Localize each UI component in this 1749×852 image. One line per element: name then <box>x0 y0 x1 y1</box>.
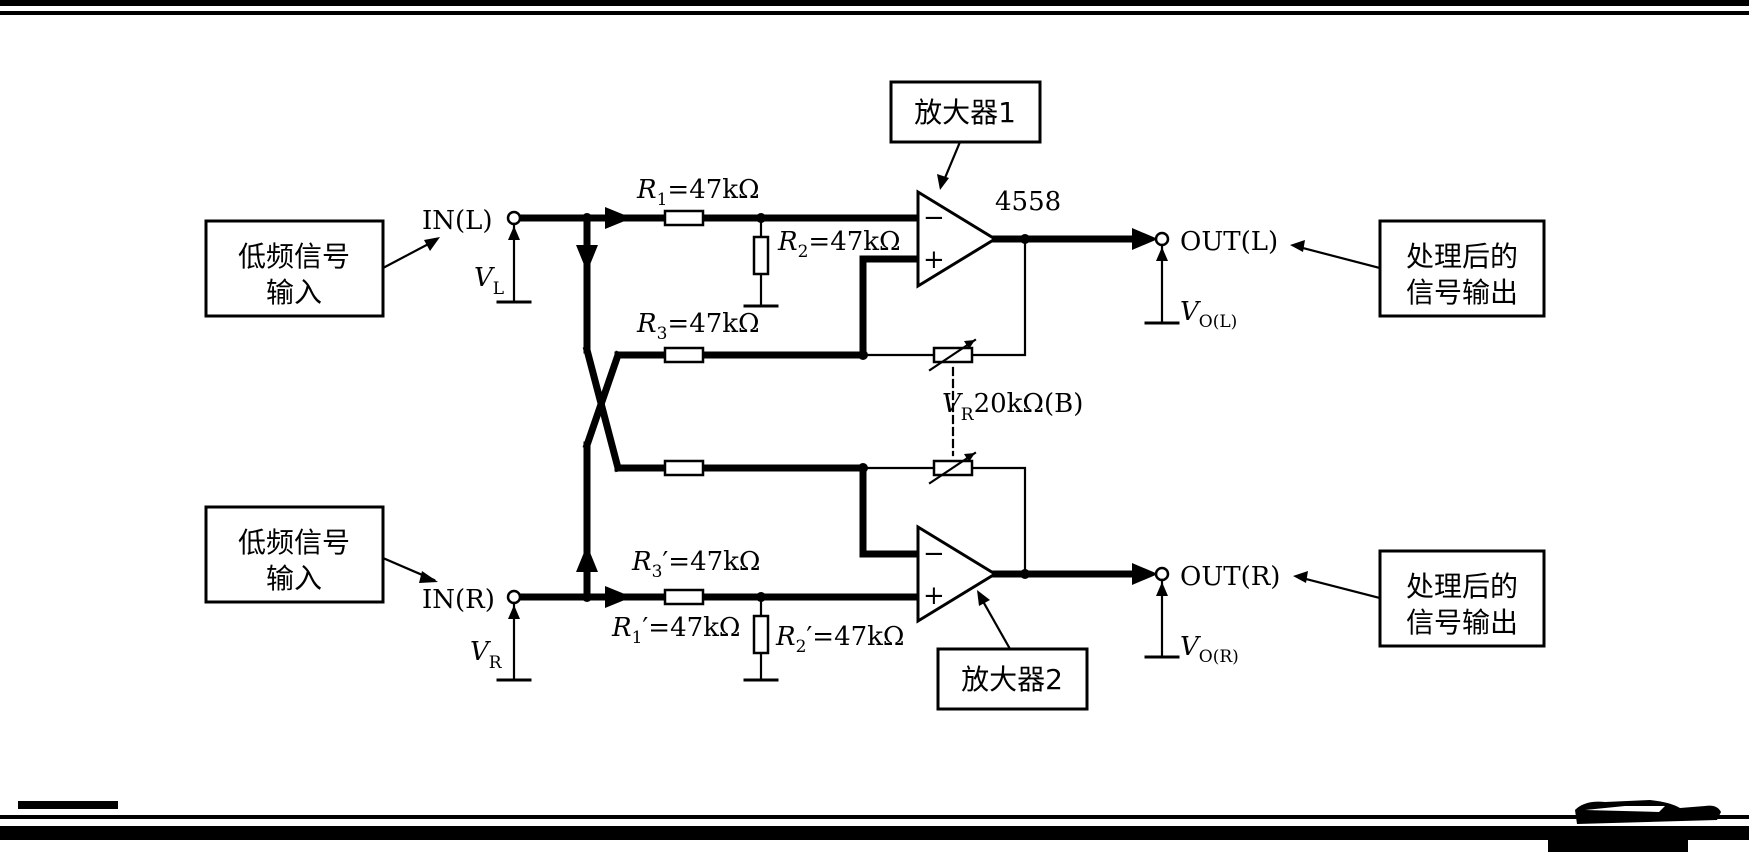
resistor-r3-lower <box>663 459 705 477</box>
output-terminal-left: OUT(L) VO(L) <box>1144 227 1278 332</box>
amplifier-2: − + <box>916 524 998 624</box>
svg-text:−: − <box>923 539 945 569</box>
resistor-r1: R1=47kΩ <box>636 175 760 227</box>
in-r-label: IN(R) <box>422 585 495 615</box>
svg-text:处理后的: 处理后的 <box>1406 570 1518 603</box>
callout-output-left: 处理后的 信号输出 <box>1290 219 1546 318</box>
wires <box>510 214 1139 601</box>
svg-text:输入: 输入 <box>266 562 322 595</box>
resistor-r2: R2=47kΩ <box>743 216 901 308</box>
callout-amp2: 放大器2 <box>936 590 1089 711</box>
svg-text:R2′=47kΩ: R2′=47kΩ <box>775 622 905 657</box>
vl-label: VL <box>474 263 504 299</box>
out-l-label: OUT(L) <box>1180 227 1278 257</box>
svg-text:放大器2: 放大器2 <box>961 663 1063 696</box>
resistor-r3-prime: R3′=47kΩ R1′=47kΩ <box>611 547 761 648</box>
svg-text:输入: 输入 <box>266 276 322 309</box>
svg-text:R3=47kΩ: R3=47kΩ <box>636 309 760 344</box>
svg-text:低频信号: 低频信号 <box>238 240 350 273</box>
vr-pot-label: VR20kΩ(B) <box>942 389 1083 425</box>
callout-output-right: 处理后的 信号输出 <box>1293 549 1546 648</box>
vol-label: VO(L) <box>1180 297 1237 332</box>
svg-text:R3′=47kΩ: R3′=47kΩ <box>631 547 761 582</box>
vr-in-label: VR <box>470 637 503 673</box>
amplifier-1: − + 4558 <box>916 187 1061 289</box>
svg-text:处理后的: 处理后的 <box>1406 240 1518 273</box>
callout-input-left: 低频信号 输入 <box>204 219 440 318</box>
callout-input-right: 低频信号 输入 <box>204 505 438 604</box>
svg-text:放大器1: 放大器1 <box>914 96 1016 129</box>
variable-resistor-bottom <box>928 451 977 485</box>
vor-label: VO(R) <box>1180 632 1239 667</box>
svg-text:低频信号: 低频信号 <box>238 526 350 559</box>
callout-amp1: 放大器1 <box>889 80 1042 190</box>
svg-text:R1′=47kΩ: R1′=47kΩ <box>611 613 741 648</box>
variable-resistor-top <box>928 338 977 372</box>
resistor-r3: R3=47kΩ <box>636 309 760 364</box>
chip-label: 4558 <box>995 187 1061 217</box>
svg-text:−: − <box>923 203 945 233</box>
svg-text:信号输出: 信号输出 <box>1406 606 1518 639</box>
svg-text:+: + <box>923 245 945 275</box>
signal-arrows <box>576 207 1158 608</box>
output-terminal-right: OUT(R) VO(R) <box>1144 562 1280 667</box>
svg-text:+: + <box>923 581 945 611</box>
svg-text:R2=47kΩ: R2=47kΩ <box>777 227 901 262</box>
resistor-r2-prime: R2′=47kΩ <box>743 595 905 682</box>
in-l-label: IN(L) <box>422 206 493 236</box>
input-terminal-right: IN(R) VR <box>422 585 532 682</box>
input-terminal-left: IN(L) VL <box>422 206 532 304</box>
svg-text:信号输出: 信号输出 <box>1406 276 1518 309</box>
out-r-label: OUT(R) <box>1180 562 1280 592</box>
svg-text:R1=47kΩ: R1=47kΩ <box>636 175 760 210</box>
